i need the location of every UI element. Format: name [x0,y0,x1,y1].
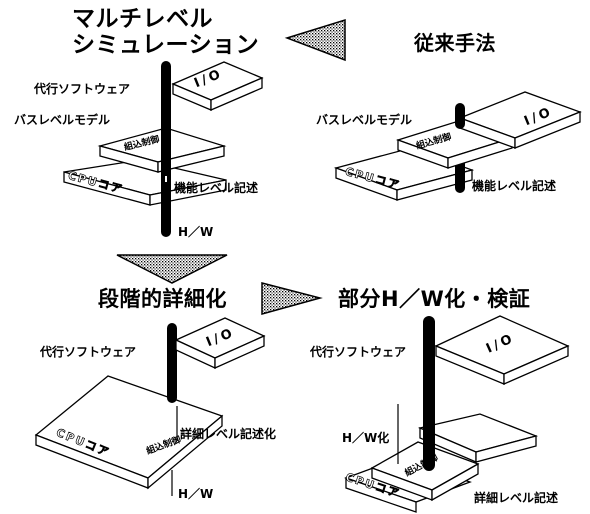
multilevel-title-line1: マルチレベル [72,6,213,32]
multilevel-model: I/O CPUコア [63,61,264,237]
refinement-model: I/O CPUコア [34,317,266,496]
multilevel-bus-label: バスレベルモデル [14,113,111,127]
conventional-model: I/O CPUコア [333,91,582,201]
refinement-detail-label: 詳細レベル記述化 [180,427,277,441]
partial-title: 部分H／W化・検証 [338,287,531,311]
arrow-right-icon [261,282,323,315]
partial-hw-label: H／W化 [342,431,390,445]
arrow-down-icon [116,254,228,284]
multilevel-function-label: 機能レベル記述 [174,181,259,195]
refinement-hw-label: H／W [178,487,214,501]
refinement-title: 段階的詳細化 [98,287,227,311]
partial-detail-label: 詳細レベル記述 [474,491,559,505]
multilevel-software-label: 代行ソフトウェア [34,82,131,96]
partial-software-label: 代行ソフトウェア [310,345,407,359]
conventional-function-label: 機能レベル記述 [472,179,557,193]
conventional-title: 従来手法 [414,31,496,55]
conventional-bus-label: バスレベルモデル [316,113,413,127]
refinement-software-label: 代行ソフトウェア [40,345,137,359]
multilevel-hw-label: H／W [178,225,214,239]
arrow-left-icon [284,18,346,62]
multilevel-title-line2: シミュレーション [72,32,260,58]
partial-model: I/O CPUコア [344,315,570,513]
